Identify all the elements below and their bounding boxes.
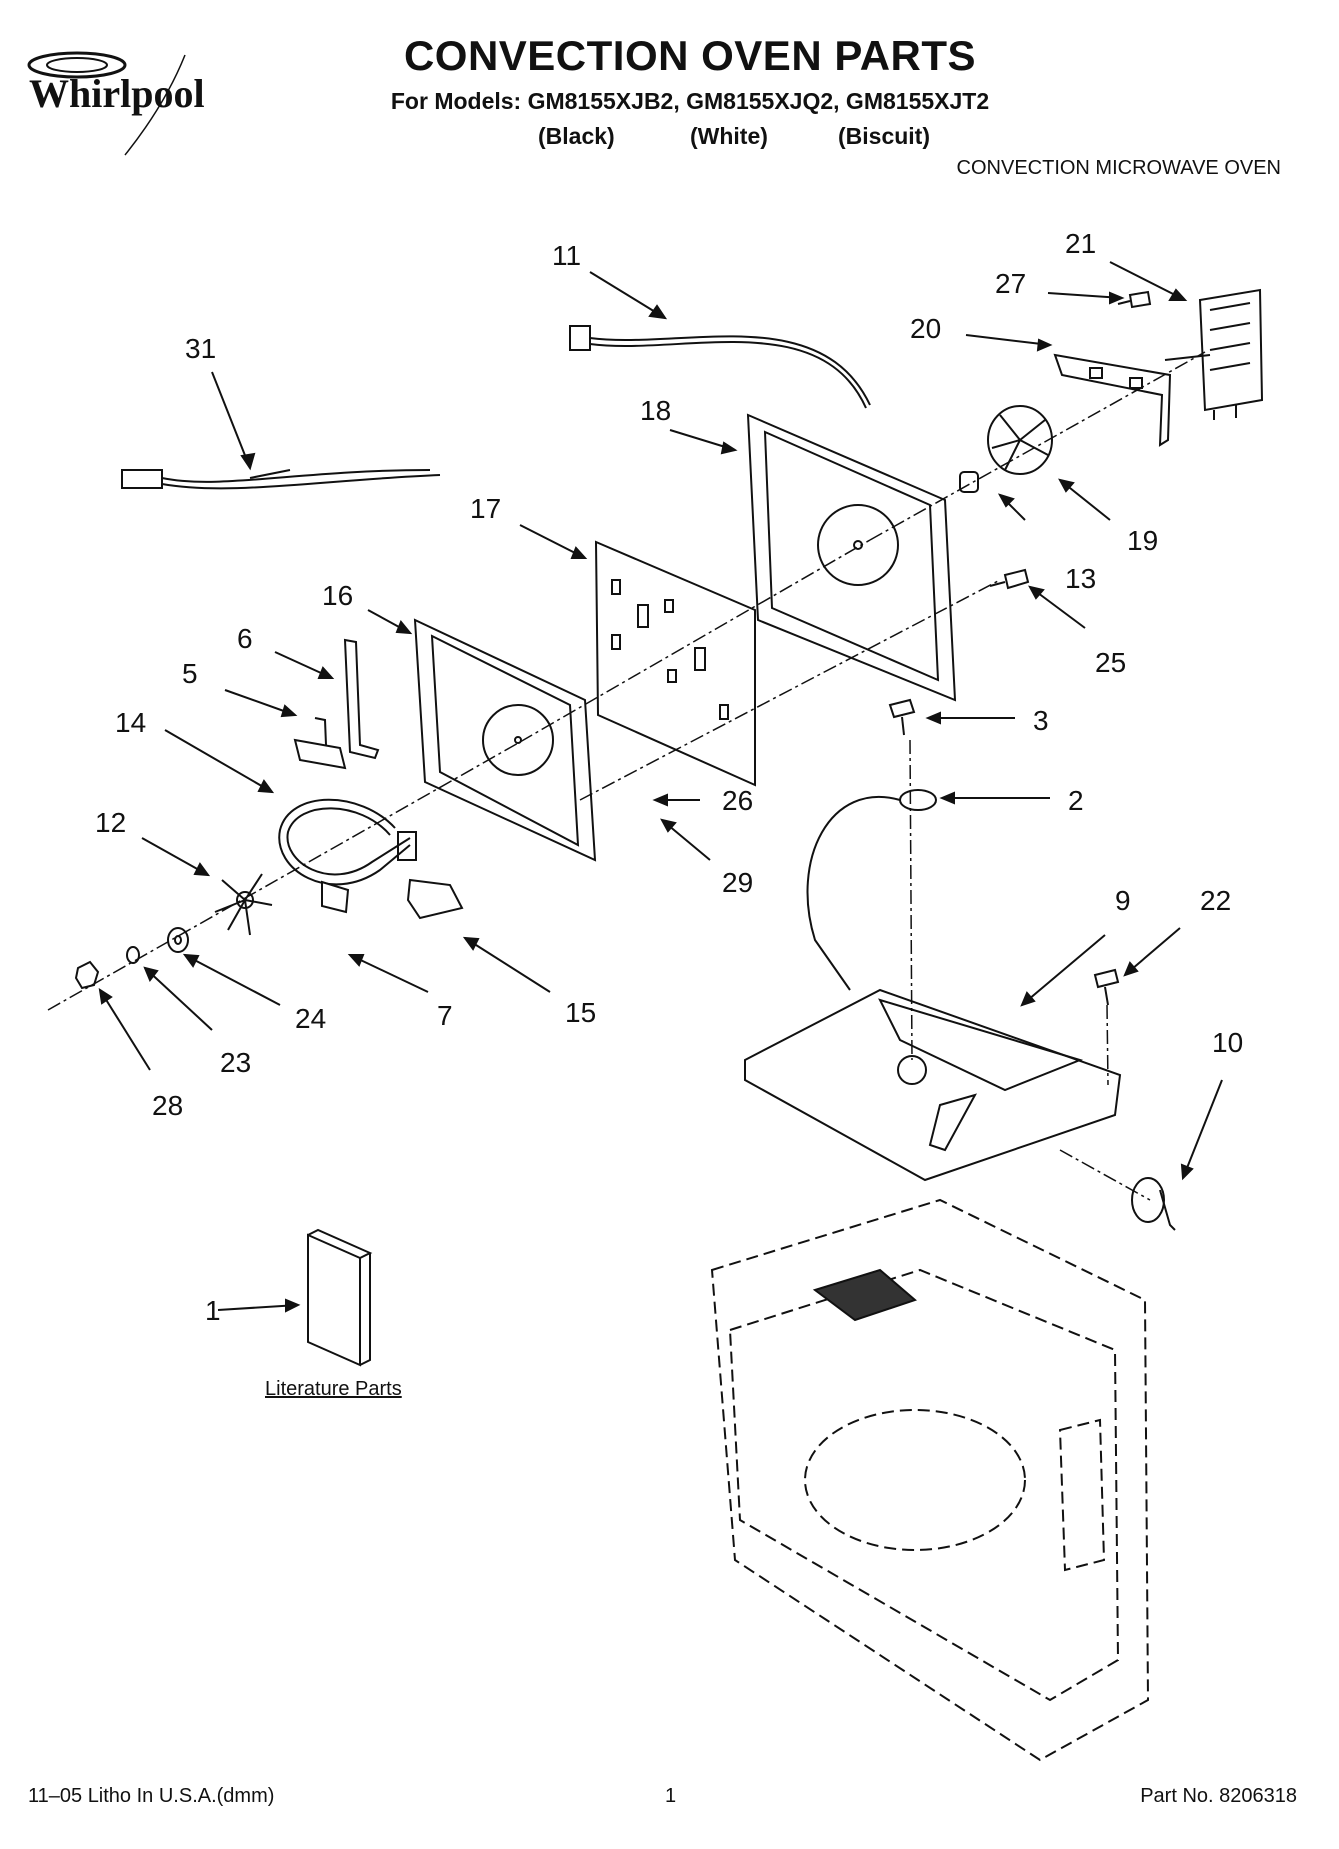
callout-7: 7 [437, 1000, 453, 1031]
thermostat-2 [806, 789, 937, 991]
color-biscuit: (Biscuit) [838, 123, 930, 149]
callout-20: 20 [910, 313, 941, 344]
oven-cavity-outline [710, 1198, 1150, 1762]
thermostat-10 [1131, 1177, 1176, 1231]
nut-28 [74, 960, 100, 990]
callout-24: 24 [295, 1003, 326, 1034]
callout-15: 15 [565, 997, 596, 1028]
callout-31: 31 [185, 333, 216, 364]
callout-11: 11 [552, 240, 581, 271]
frame-18 [746, 413, 957, 702]
footer-page-number: 1 [665, 1785, 677, 1807]
callout-5: 5 [182, 658, 198, 689]
callout-12: 12 [95, 807, 126, 838]
callout-16: 16 [322, 580, 353, 611]
whirlpool-logo: Whirlpool [25, 45, 255, 165]
callout-3: 3 [1033, 705, 1049, 736]
callout-22: 22 [1200, 885, 1231, 916]
product-subtitle: CONVECTION MICROWAVE OVEN [956, 157, 1281, 179]
clip-7 [321, 880, 350, 914]
footer-print-info: 11–05 Litho In U.S.A.(dmm) [28, 1785, 275, 1807]
footer-part-number: Part No. 8206318 [1140, 1785, 1297, 1807]
literature-parts-label: Literature Parts [265, 1378, 402, 1400]
callout-13: 13 [1065, 563, 1096, 594]
callout-23: 23 [220, 1047, 251, 1078]
bracket-15 [406, 878, 464, 920]
page-title: CONVECTION OVEN PARTS [403, 32, 977, 79]
callout-25: 25 [1095, 647, 1126, 678]
heating-element-14 [278, 798, 417, 886]
callout-19: 19 [1127, 525, 1158, 556]
callout-21: 21 [1065, 228, 1096, 259]
whirlpool-swirl-icon: Whirlpool [27, 51, 205, 156]
oven-vent-grille [812, 1268, 917, 1322]
callout-14: 14 [115, 707, 146, 738]
callout-10: 10 [1212, 1027, 1243, 1058]
washer-24 [167, 927, 189, 953]
leader-arrows [98, 261, 1223, 1313]
fan-12 [214, 873, 273, 936]
wire-harness-31 [121, 469, 441, 490]
color-white: (White) [690, 123, 768, 149]
panel-17 [594, 540, 756, 787]
bracket-5 [293, 717, 347, 770]
screw-22 [1093, 968, 1120, 1006]
bracket-6 [343, 638, 380, 760]
callout-17: 17 [470, 493, 501, 524]
frame-16 [413, 618, 597, 862]
screw-27 [1117, 290, 1152, 309]
alignment-lines [47, 351, 1206, 1201]
screw-3 [888, 698, 916, 736]
callout-29: 29 [722, 867, 753, 898]
literature-book-1 [307, 1228, 373, 1367]
screw-25 [989, 568, 1030, 590]
spacer-13 [959, 471, 979, 493]
brand-wordmark: Whirlpool [29, 71, 205, 116]
callout-6: 6 [237, 623, 253, 654]
wire-11 [569, 325, 871, 409]
washer-23 [126, 946, 140, 964]
motor-21 [1164, 288, 1264, 420]
callout-2: 2 [1068, 785, 1084, 816]
bracket-20 [1053, 353, 1172, 447]
callout-28: 28 [152, 1090, 183, 1121]
callout-1: 1 [205, 1295, 221, 1326]
color-black: (Black) [538, 123, 615, 149]
fan-blade-19 [987, 405, 1053, 475]
callout-18: 18 [640, 395, 671, 426]
callout-9: 9 [1115, 885, 1131, 916]
callout-26: 26 [722, 785, 753, 816]
model-list: For Models: GM8155XJB2, GM8155XJQ2, GM81… [390, 88, 990, 114]
base-plate-9 [744, 988, 1122, 1182]
callout-27: 27 [995, 268, 1026, 299]
